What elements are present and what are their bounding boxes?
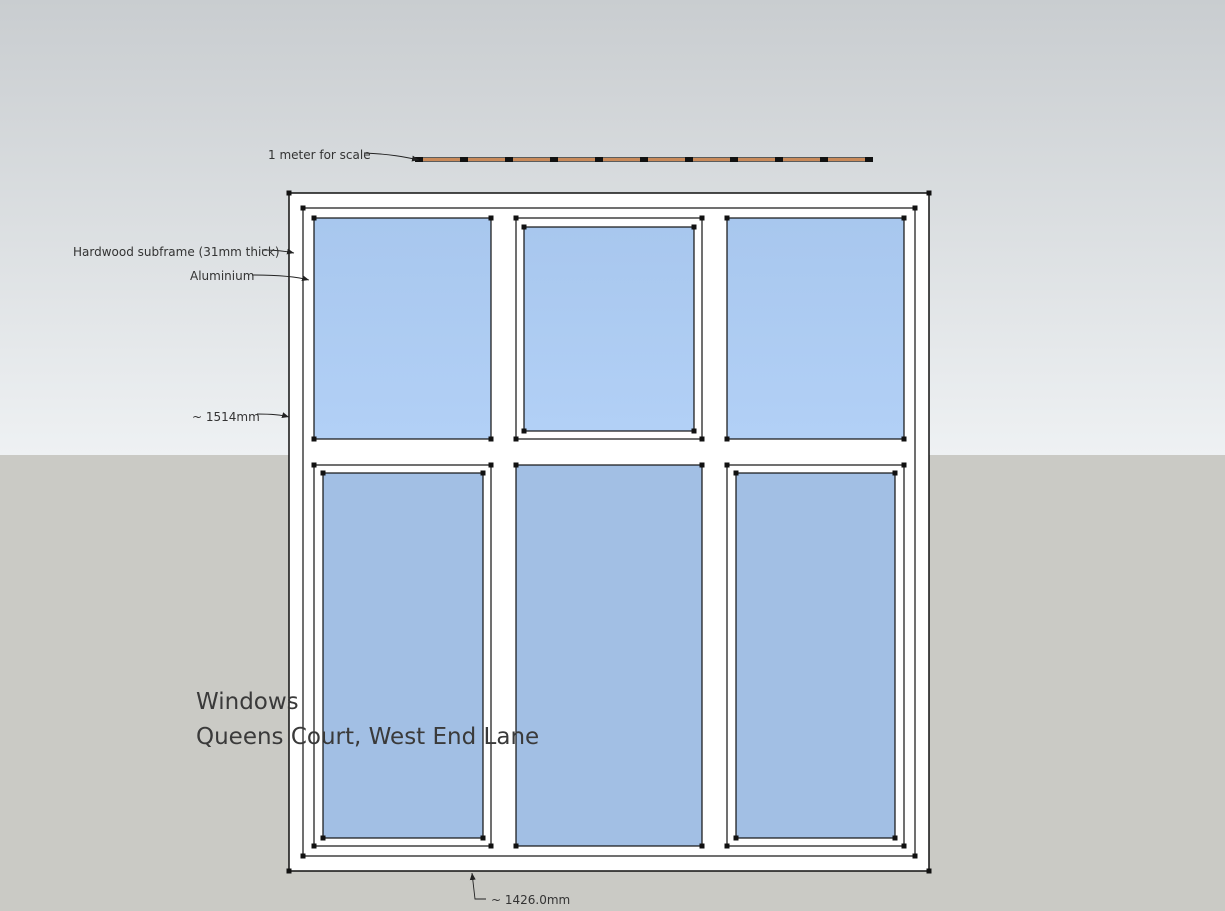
upper-right-pane [726, 217, 905, 440]
upper-left-pane [313, 217, 492, 440]
width-leader [469, 872, 486, 900]
scale-bar [415, 157, 873, 162]
aluminium-leader [251, 274, 310, 282]
upper-center-sash [515, 217, 703, 440]
subframe-leader [261, 248, 295, 255]
drawing-subtitle: Queens Court, West End Lane [196, 724, 540, 750]
height-leader [256, 412, 290, 418]
subframe-label: Hardwood subframe (31mm thick) [73, 245, 280, 259]
drawing-title: Windows [196, 689, 299, 715]
width-dimension-label: ~ 1426.0mm [491, 893, 571, 907]
scale-label: 1 meter for scale [268, 148, 371, 162]
scale-leader [363, 152, 420, 162]
height-dimension-label: ~ 1514mm [192, 410, 260, 424]
lower-right-sash [726, 464, 905, 847]
lower-center-pane [515, 464, 703, 847]
vertex-markers [286, 190, 932, 874]
lower-left-sash [313, 464, 492, 847]
aluminium-label: Aluminium [190, 269, 255, 283]
